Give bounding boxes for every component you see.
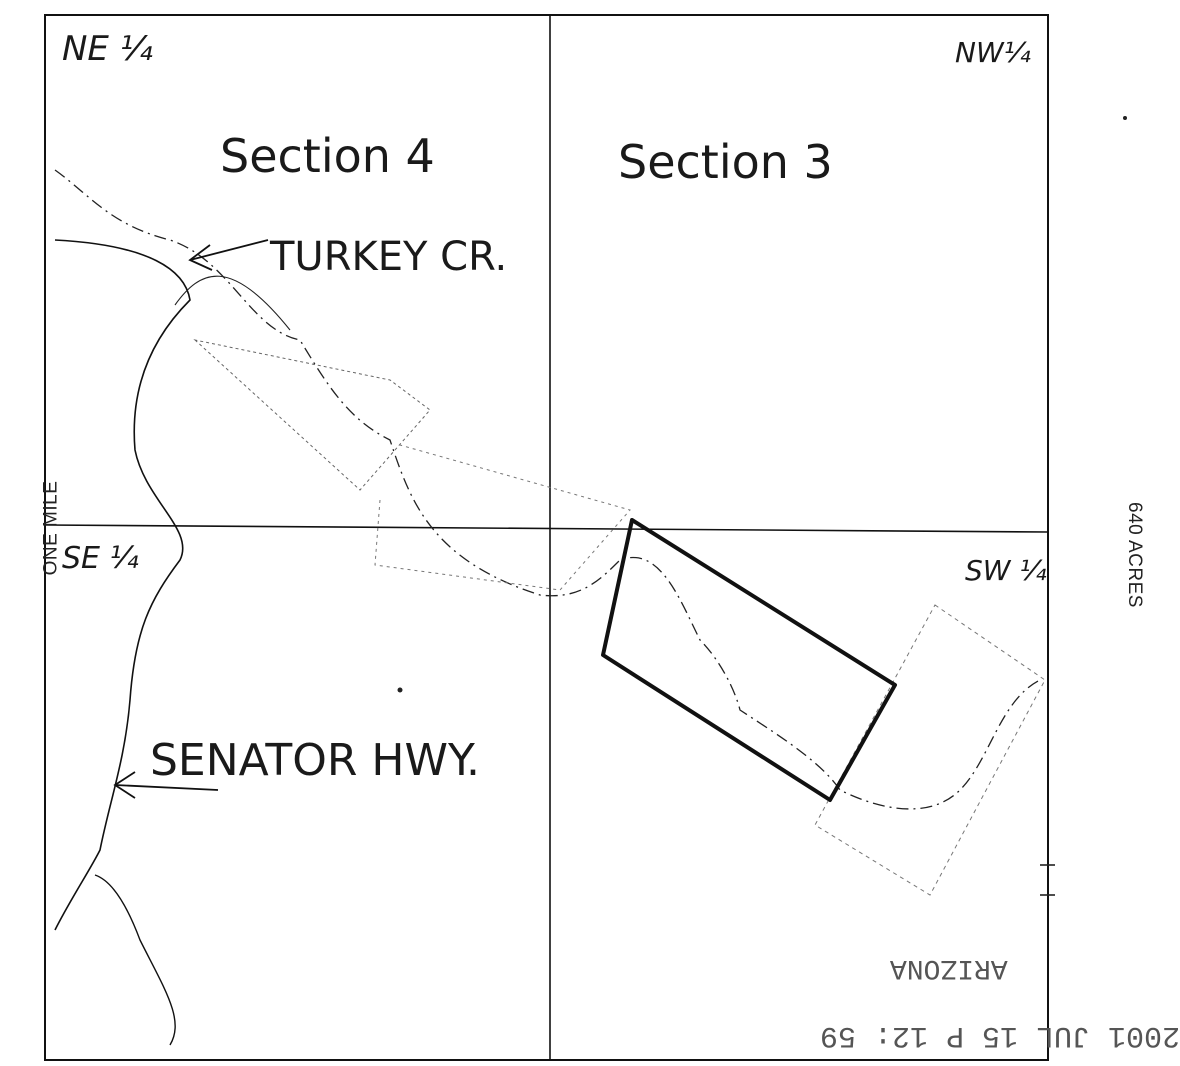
speck-mark: [397, 687, 403, 693]
faint-parcel-outline-2: [374, 444, 631, 591]
quarter-label-se: SE ¼: [62, 541, 139, 576]
turkey-creek-label: TURKEY CR.: [269, 234, 507, 280]
survey-map: NE ¼ NW¼ SE ¼ SW ¼ Section 4 Section 3 T…: [44, 14, 1127, 1061]
recording-stamp-county: ARIZONA: [890, 952, 1008, 983]
senator-highway-label: SENATOR HWY.: [150, 735, 480, 786]
highway-branch-lower: [94, 874, 176, 1046]
speck-mark-2: [1123, 116, 1127, 120]
senator-highway-road: [54, 239, 191, 931]
highway-leader-arrow: [113, 771, 219, 799]
quarter-label-nw: NW¼: [955, 36, 1031, 69]
creek-leader-arrow: [188, 239, 269, 271]
turkey-creek-stream: [54, 169, 1041, 810]
faint-parcel-outline-3: [814, 604, 1046, 896]
map-border: [44, 14, 1049, 1061]
side-label-one-mile: ONE MILE: [40, 480, 62, 576]
section-3-label: Section 3: [618, 135, 833, 189]
section-divider-horizontal: [44, 524, 1049, 533]
quarter-label-ne: NE ¼: [62, 29, 153, 69]
faint-parcel-outline: [193, 339, 431, 491]
quarter-label-sw: SW ¼: [965, 554, 1047, 587]
side-label-acres: 640 ACRES: [1124, 502, 1146, 608]
recording-stamp-date: 2001 JUL 15 P 12: 59: [820, 1018, 1180, 1052]
creek-tributary: [174, 275, 291, 331]
subject-parcel-boundary: [601, 518, 897, 802]
section-4-label: Section 4: [220, 129, 435, 183]
